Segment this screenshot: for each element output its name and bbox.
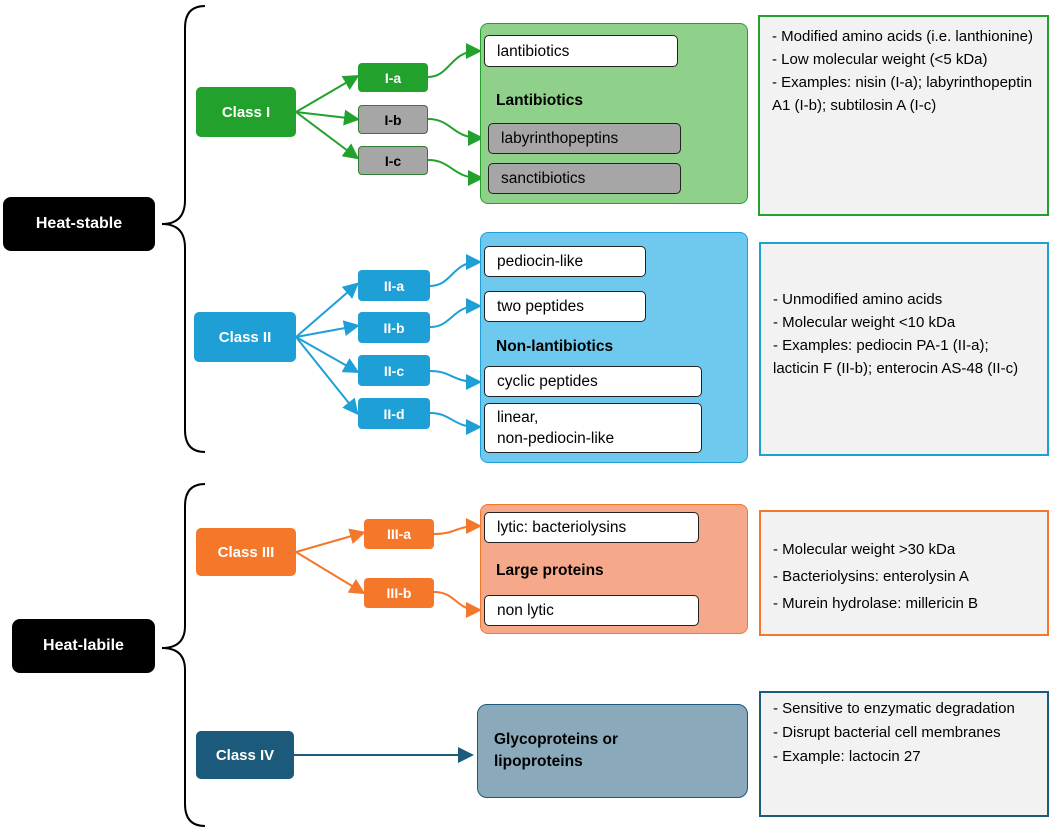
subclass-iid-label: II-d bbox=[383, 405, 405, 422]
class-iv-notes: - Sensitive to enzymatic degradation - D… bbox=[759, 691, 1049, 817]
subclass-iic-label: II-c bbox=[383, 362, 405, 379]
heat-labile-label: Heat-labile bbox=[43, 637, 124, 654]
linear-non-pediocin-like-item-label: linear, non-pediocin-like bbox=[497, 409, 615, 447]
class-i-notes: - Modified amino acids (i.e. lanthionine… bbox=[758, 15, 1049, 216]
subclass-iiia-label: III-a bbox=[386, 526, 412, 542]
subclass-ib-label: I-b bbox=[384, 111, 402, 128]
lantibiotics-item: lantibiotics bbox=[484, 35, 678, 67]
class-ii-notes: - Unmodified amino acids - Molecular wei… bbox=[759, 242, 1049, 456]
class-ii-note-3: - Examples: pediocin PA-1 (II-a); lactic… bbox=[773, 337, 1019, 377]
non-lantibiotics-title: Non-lantibiotics bbox=[496, 338, 614, 355]
heat-labile-brace bbox=[161, 483, 206, 827]
cyclic-peptides-item-label: cyclic peptides bbox=[497, 373, 598, 390]
class-iii-note-1: - Molecular weight >30 kDa bbox=[773, 541, 956, 558]
class-iii-box: Class III bbox=[196, 528, 296, 576]
glycoproteins-panel bbox=[477, 704, 748, 798]
lytic-bacteriolysins-item: lytic: bacteriolysins bbox=[484, 512, 699, 543]
subclass-ic-label: I-c bbox=[384, 152, 402, 169]
subclass-ia: I-a bbox=[358, 63, 428, 92]
class-ii-note-1: - Unmodified amino acids bbox=[773, 291, 943, 308]
pediocin-like-item-label: pediocin-like bbox=[497, 253, 584, 270]
subclass-iia-label: II-a bbox=[383, 277, 405, 294]
labyrinthopeptins-item-label: labyrinthopeptins bbox=[501, 130, 619, 147]
class-iii-label: Class III bbox=[217, 543, 275, 561]
subclass-iiia: III-a bbox=[364, 519, 434, 549]
class-iv-note-3: - Example: lactocin 27 bbox=[773, 748, 921, 765]
heat-stable-brace bbox=[161, 5, 206, 453]
linear-non-pediocin-like-item: linear, non-pediocin-like bbox=[484, 403, 702, 453]
class-i-note-1: - Modified amino acids (i.e. lanthionine… bbox=[772, 28, 1033, 45]
subclass-ib: I-b bbox=[358, 105, 428, 134]
subclass-iiib: III-b bbox=[364, 578, 434, 608]
subclass-iiib-label: III-b bbox=[386, 585, 412, 601]
subclass-iid: II-d bbox=[358, 398, 430, 429]
subclass-iib: II-b bbox=[358, 312, 430, 343]
class-ii-note-2: - Molecular weight <10 kDa bbox=[773, 314, 956, 331]
lantibiotics-item-label: lantibiotics bbox=[497, 42, 570, 60]
two-peptides-item: two peptides bbox=[484, 291, 646, 322]
class-i-label: Class I bbox=[221, 103, 271, 121]
two-peptides-item-label: two peptides bbox=[497, 298, 585, 315]
glycoproteins-title: Glycoproteins or lipoproteins bbox=[494, 731, 619, 770]
subclass-iib-label: II-b bbox=[383, 319, 405, 336]
class-iv-note-1: - Sensitive to enzymatic degradation bbox=[773, 700, 1015, 717]
heat-stable-label: Heat-stable bbox=[35, 215, 123, 232]
class-ii-label: Class II bbox=[218, 328, 272, 346]
class-iv-note-2: - Disrupt bacterial cell membranes bbox=[773, 724, 1001, 741]
lytic-bacteriolysins-item-label: lytic: bacteriolysins bbox=[497, 519, 627, 536]
subclass-ic: I-c bbox=[358, 146, 428, 175]
sanctibiotics-item: sanctibiotics bbox=[488, 163, 681, 194]
class-iii-note-2: - Bacteriolysins: enterolysin A bbox=[773, 568, 969, 585]
subclass-iia: II-a bbox=[358, 270, 430, 301]
non-lytic-item-label: non lytic bbox=[497, 602, 554, 619]
class-i-note-2: - Low molecular weight (<5 kDa) bbox=[772, 51, 988, 68]
class-iv-box: Class IV bbox=[196, 731, 294, 779]
heat-labile-box: Heat-labile bbox=[12, 619, 155, 673]
lantibiotics-title: Lantibiotics bbox=[496, 92, 583, 109]
large-proteins-title: Large proteins bbox=[496, 562, 604, 579]
class-iii-note-3: - Murein hydrolase: millericin B bbox=[773, 595, 979, 612]
class-ii-box: Class II bbox=[194, 312, 296, 362]
class-iv-label: Class IV bbox=[215, 746, 275, 764]
class-i-note-3: - Examples: nisin (I-a); labyrinthopepti… bbox=[772, 74, 1033, 114]
pediocin-like-item: pediocin-like bbox=[484, 246, 646, 277]
non-lytic-item: non lytic bbox=[484, 595, 699, 626]
sanctibiotics-item-label: sanctibiotics bbox=[501, 170, 586, 187]
subclass-iic: II-c bbox=[358, 355, 430, 386]
subclass-ia-label: I-a bbox=[384, 69, 402, 86]
class-i-box: Class I bbox=[196, 87, 296, 137]
heat-stable-box: Heat-stable bbox=[3, 197, 155, 251]
labyrinthopeptins-item: labyrinthopeptins bbox=[488, 123, 681, 154]
class-iii-notes: - Molecular weight >30 kDa - Bacteriolys… bbox=[759, 510, 1049, 636]
cyclic-peptides-item: cyclic peptides bbox=[484, 366, 702, 397]
